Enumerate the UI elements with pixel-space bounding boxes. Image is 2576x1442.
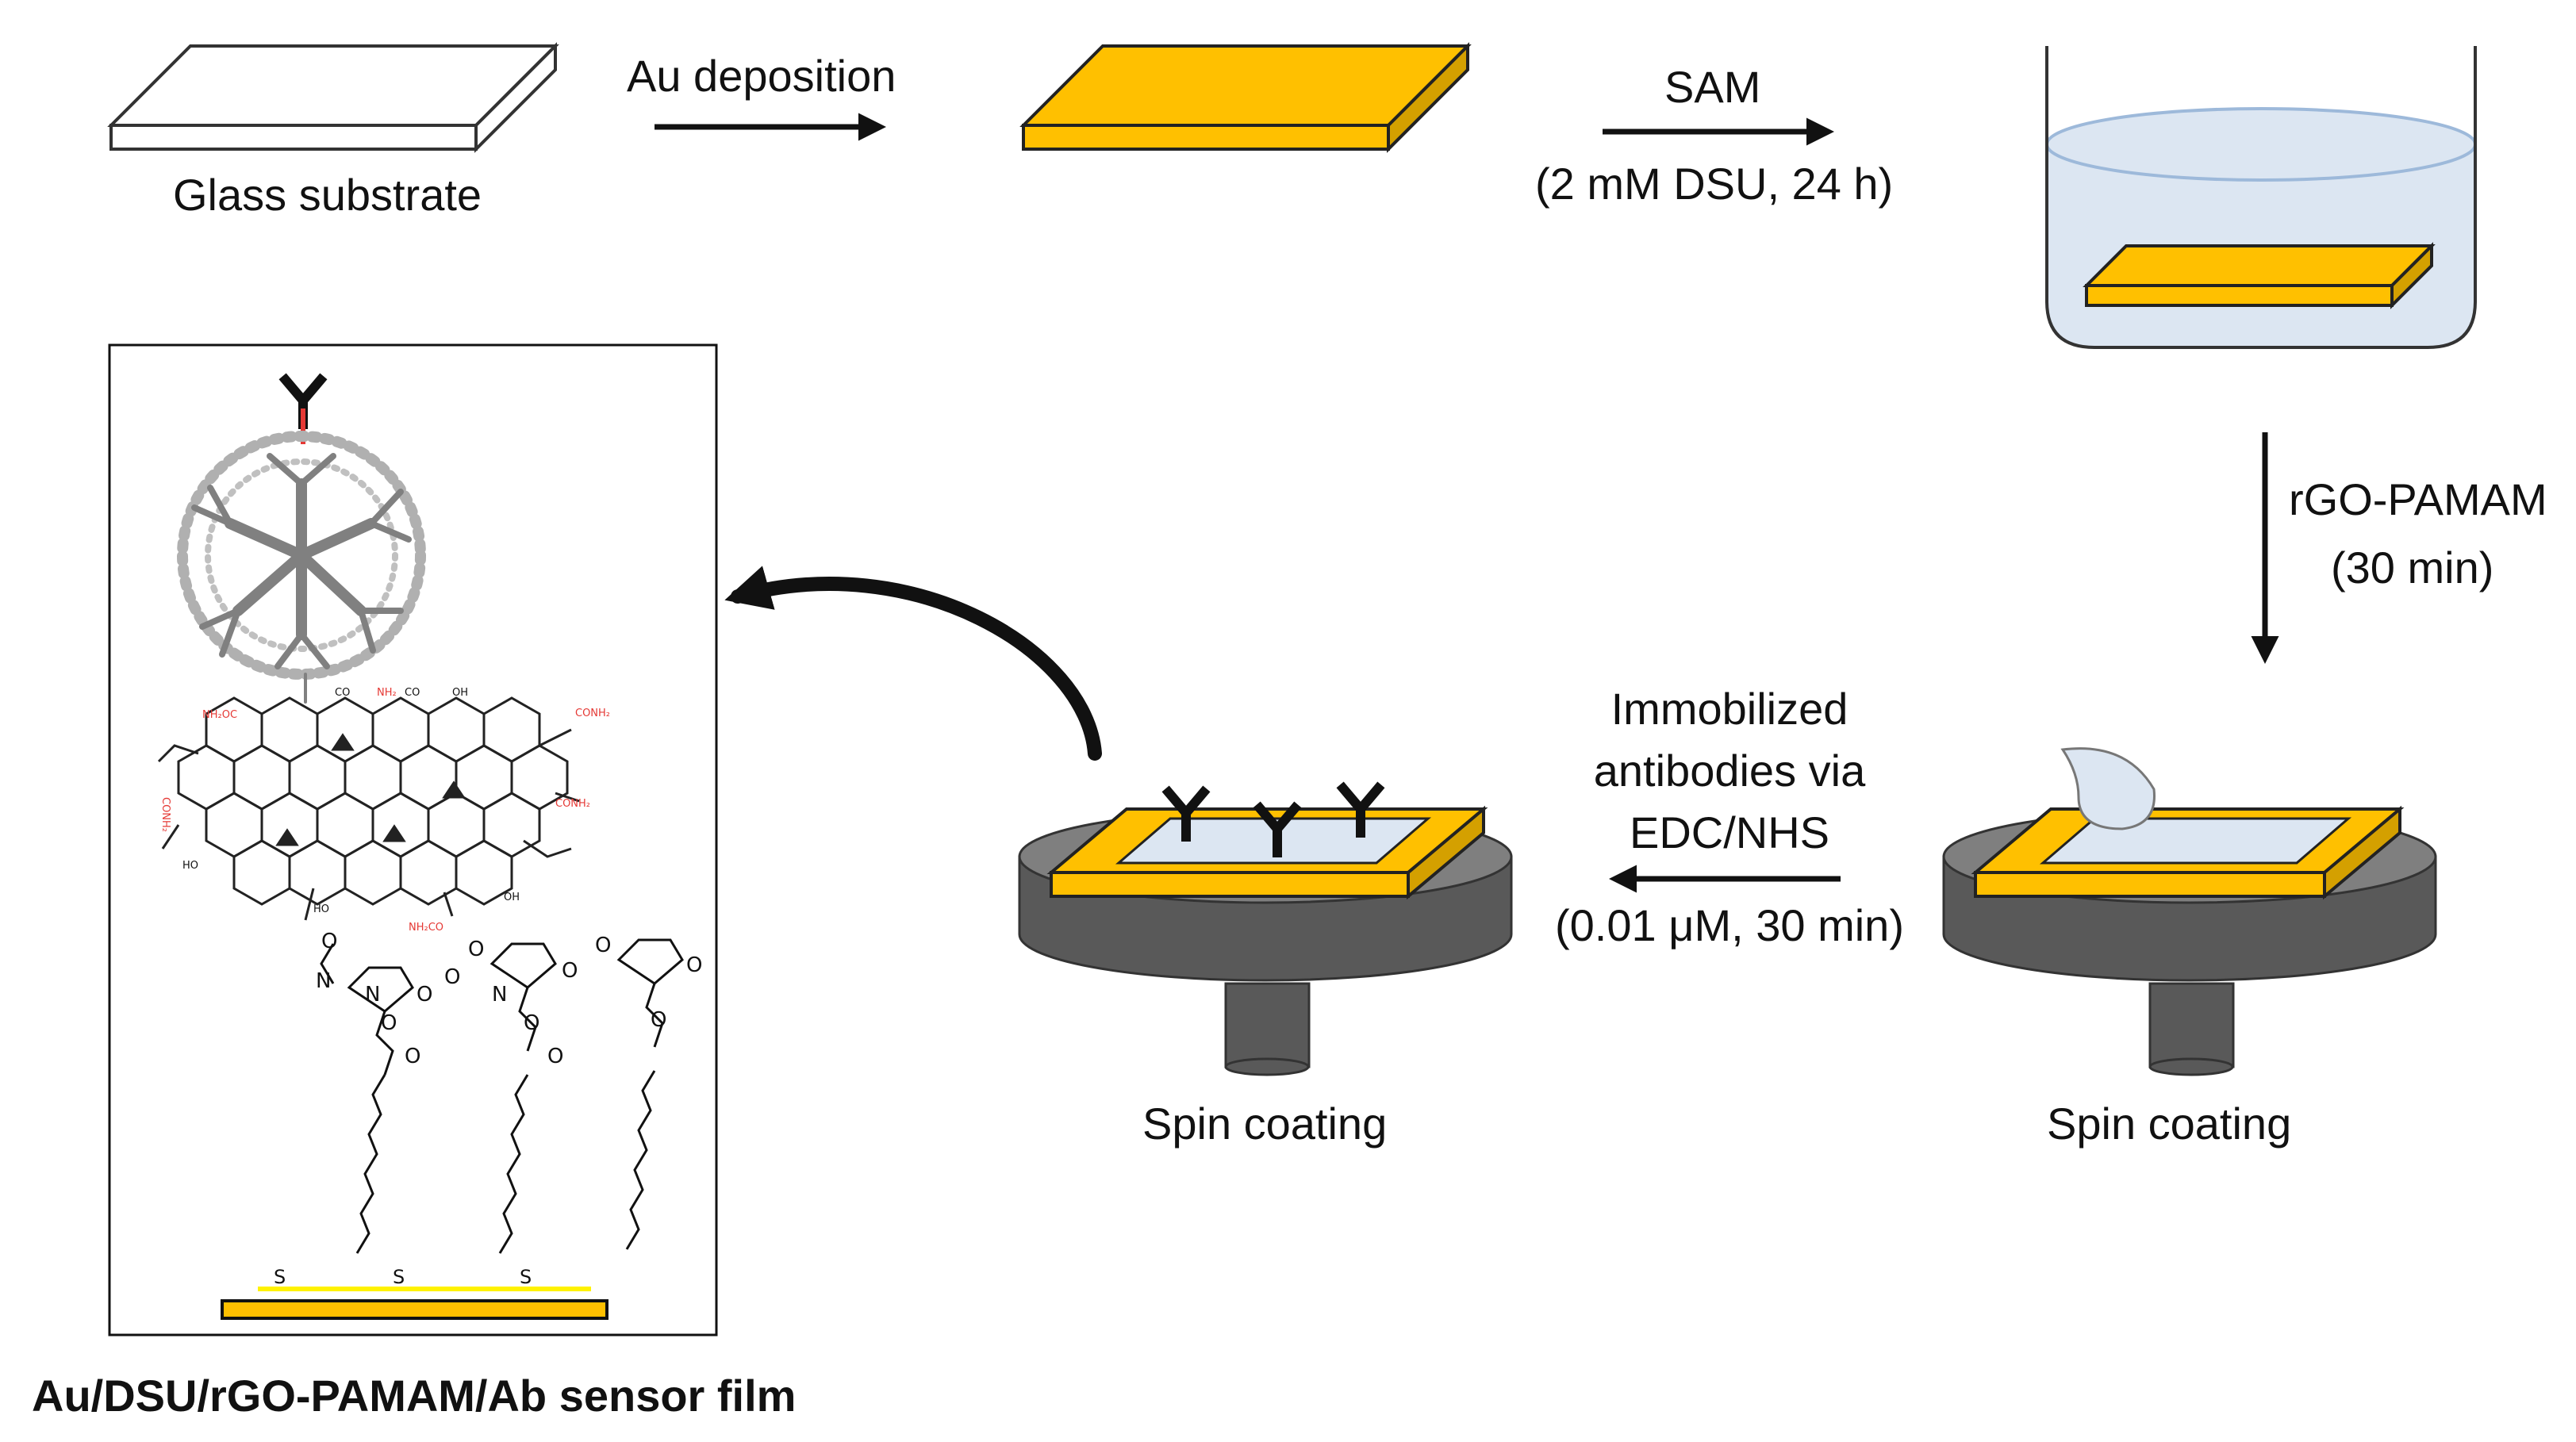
atom-o: O (417, 983, 432, 1007)
glass-substrate-slab (107, 42, 559, 153)
rgo-pamam-label: rGO-PAMAM (2289, 474, 2547, 524)
au-deposition-label: Au deposition (627, 51, 896, 101)
spin-coating-right-label: Spin coating (2047, 1099, 2292, 1149)
graphene-oxide-sheet (157, 696, 580, 921)
spin-coater-left (1018, 788, 1513, 1076)
amide-label: NH₂OC (202, 709, 237, 721)
atom-o: O (562, 959, 578, 983)
droplet (2060, 747, 2156, 830)
atom-s: S (520, 1266, 532, 1288)
amide-label: CONH₂ (575, 708, 610, 719)
immobilization-conditions-label: (0.01 μM, 30 min) (1555, 900, 1904, 950)
spin-coating-left-label: Spin coating (1142, 1099, 1388, 1149)
atom-o: O (468, 938, 484, 961)
curved-arrow-to-film (724, 566, 1102, 761)
rgo-time-label: (30 min) (2331, 543, 2494, 593)
sam-conditions-label: (2 mM DSU, 24 h) (1535, 159, 1894, 209)
carbonyl-label: CO (335, 687, 350, 699)
atom-n: N (365, 983, 380, 1007)
atom-n: N (492, 983, 507, 1007)
spin-coater-right (1942, 747, 2437, 1076)
atom-o: O (524, 1011, 539, 1035)
hydroxyl-label: HO (182, 860, 198, 872)
atom-o: O (405, 1045, 420, 1068)
sam-label: SAM (1664, 62, 1761, 112)
carbonyl-label: CO (405, 687, 420, 699)
atom-o: O (321, 930, 337, 953)
succinimide-rings (320, 938, 684, 1254)
atom-o: O (595, 934, 611, 957)
amide-label: CONH₂ (555, 798, 590, 810)
immobilization-label-line3: EDC/NHS (1629, 807, 1830, 857)
atom-o: O (547, 1045, 563, 1068)
atom-o: O (686, 953, 702, 977)
hydroxyl-label: HO (313, 903, 329, 915)
dendrimer-pamam (177, 431, 426, 704)
atom-n: N (316, 969, 331, 993)
glass-substrate-label: Glass substrate (173, 170, 482, 220)
atom-o: O (381, 1011, 397, 1035)
gold-substrate-bar (221, 1299, 608, 1320)
beaker-with-solution (2045, 46, 2477, 349)
immobilization-label-line2: antibodies via (1593, 746, 1866, 796)
immobilization-label-line1: Immobilized (1610, 684, 1849, 734)
atom-s: S (393, 1266, 405, 1288)
gold-coated-slab (1019, 42, 1472, 153)
amide-label: NH₂ (377, 687, 397, 699)
hydroxyl-label: OH (452, 687, 468, 699)
hydroxyl-label: OH (504, 892, 520, 903)
atom-o: O (651, 1008, 666, 1032)
amide-label: CONH₂ (159, 797, 171, 832)
amide-label: NH₂CO (409, 922, 443, 934)
molecular-structure: NH₂OC CO NH₂ CO OH CONH₂ CONH₂ CONH₂ NH₂… (157, 380, 702, 1320)
atom-s: S (274, 1266, 286, 1288)
sensor-film-caption: Au/DSU/rGO-PAMAM/Ab sensor film (32, 1371, 797, 1421)
atom-o: O (444, 965, 460, 989)
